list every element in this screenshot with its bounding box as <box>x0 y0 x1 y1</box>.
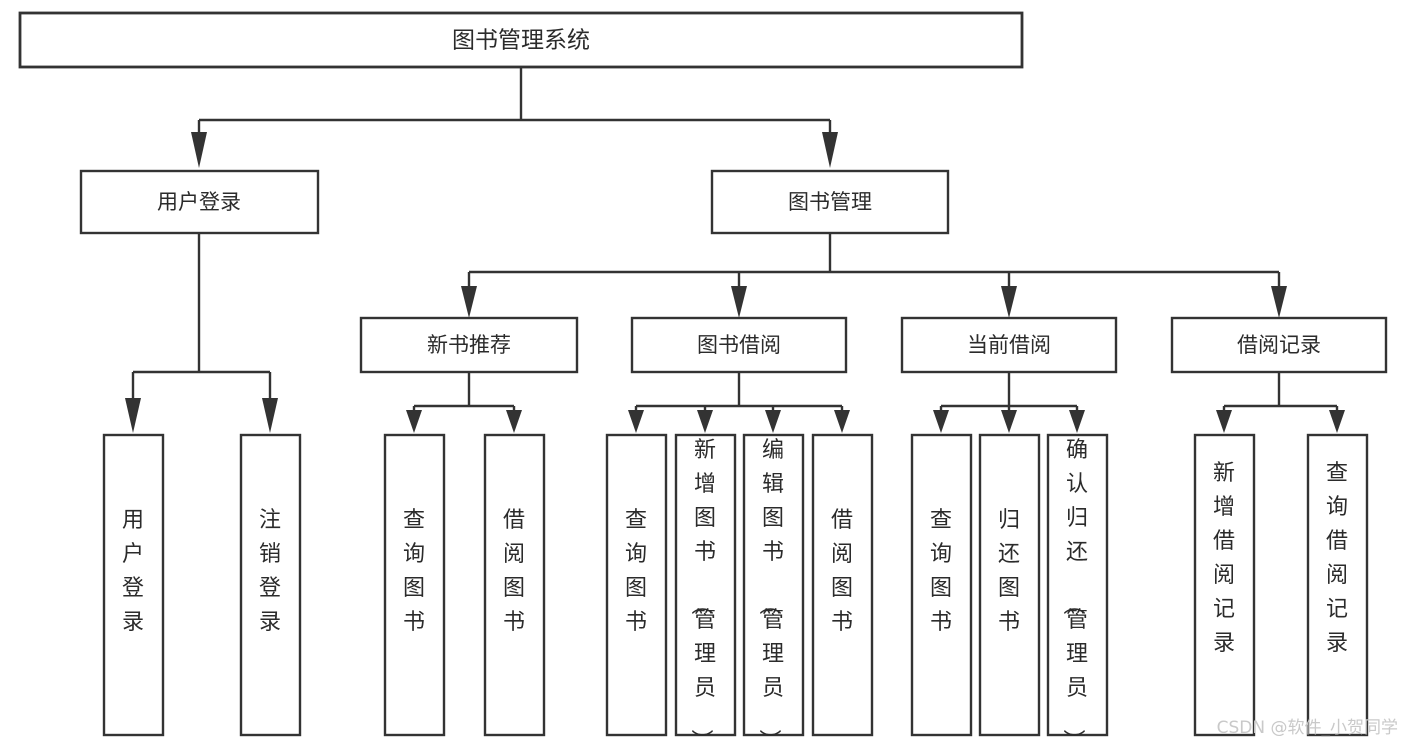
node-root-box[interactable] <box>18 11 1024 69</box>
leaf-node-9-box[interactable] <box>910 433 973 737</box>
connector-layer <box>125 67 1345 433</box>
leaf-node-13-box[interactable] <box>1306 433 1369 737</box>
node-new-book-recommend[interactable]: 新书推荐 <box>359 316 579 374</box>
leaf-node-9[interactable]: 查询图书 <box>910 433 973 737</box>
leaf-node-8-label: 借阅图书 <box>831 508 853 635</box>
leaf-node-6-box[interactable] <box>674 433 737 737</box>
leaf-node-12-box[interactable] <box>1193 433 1256 737</box>
leaf-node-1[interactable]: 用户登录 <box>102 433 165 737</box>
leaf-node-3-label: 查询图书 <box>403 508 425 635</box>
leaf-node-9-label: 查询图书 <box>930 508 952 635</box>
leaf-node-2-box[interactable] <box>239 433 302 737</box>
node-borrow-records[interactable]: 借阅记录 <box>1170 316 1388 374</box>
node-book-borrow[interactable]: 图书借阅 <box>630 316 848 374</box>
arrow-head-icon-leaf-2 <box>262 398 278 433</box>
arrow-head-icon-leaf-5 <box>628 410 644 433</box>
node-user-login-label: 用户登录 <box>157 190 241 214</box>
arrow-head-icon-book-mgmt <box>822 132 838 168</box>
leaf-node-11-label: 确认归还（管理员） <box>1060 438 1088 747</box>
node-book-management-label: 图书管理 <box>788 190 872 214</box>
leaf-node-4-label: 借阅图书 <box>503 508 525 635</box>
node-current-borrow[interactable]: 当前借阅 <box>900 316 1118 374</box>
node-new-book-recommend-label: 新书推荐 <box>427 333 511 357</box>
node-borrow-records-label: 借阅记录 <box>1237 333 1321 357</box>
leaf-node-4[interactable]: 借阅图书 <box>483 433 546 737</box>
leaf-node-2[interactable]: 注销登录 <box>239 433 302 737</box>
arrow-head-icon-leaf-7 <box>765 410 781 433</box>
watermark-label: CSDN @软件_小贺同学 <box>1217 718 1398 738</box>
node-book-management-box[interactable] <box>710 169 950 235</box>
leaf-node-13-label: 查询借阅记录 <box>1326 461 1348 656</box>
leaf-node-5[interactable]: 查询图书 <box>605 433 668 737</box>
leaf-node-1-box[interactable] <box>102 433 165 737</box>
leaf-node-11[interactable]: 确认归还（管理员） <box>1046 433 1109 747</box>
leaf-node-8-box[interactable] <box>811 433 874 737</box>
arrow-head-icon-leaf-10 <box>1001 410 1017 433</box>
leaf-node-10-box[interactable] <box>978 433 1041 737</box>
arrow-head-icon-leaf-4 <box>506 410 522 433</box>
node-current-borrow-label: 当前借阅 <box>967 333 1051 357</box>
node-book-borrow-box[interactable] <box>630 316 848 374</box>
leaf-node-12-label: 新增借阅记录 <box>1213 461 1235 656</box>
node-new-book-recommend-box[interactable] <box>359 316 579 374</box>
node-borrow-records-box[interactable] <box>1170 316 1388 374</box>
arrow-head-icon-leaf-12 <box>1216 410 1232 433</box>
node-current-borrow-box[interactable] <box>900 316 1118 374</box>
leaf-node-11-box[interactable] <box>1046 433 1109 737</box>
leaf-node-5-label: 查询图书 <box>625 508 647 635</box>
leaf-node-13[interactable]: 查询借阅记录 <box>1306 433 1369 737</box>
node-user-login-box[interactable] <box>79 169 320 235</box>
node-root[interactable]: 图书管理系统 <box>18 11 1024 69</box>
leaf-node-7-label: 编辑图书（管理员） <box>756 438 784 747</box>
leaf-node-7[interactable]: 编辑图书（管理员） <box>742 433 805 747</box>
arrow-head-icon-leaf-13 <box>1329 410 1345 433</box>
leaf-node-10[interactable]: 归还图书 <box>978 433 1041 737</box>
arrow-head-icon-borrow <box>731 286 747 318</box>
node-root-label: 图书管理系统 <box>452 28 590 54</box>
leaf-node-4-box[interactable] <box>483 433 546 737</box>
arrow-head-icon-leaf-8 <box>834 410 850 433</box>
arrow-head-icon-leaf-9 <box>933 410 949 433</box>
arrow-head-icon-new-book <box>461 286 477 318</box>
leaf-node-7-box[interactable] <box>742 433 805 737</box>
leaf-node-2-label: 注销登录 <box>259 508 281 635</box>
arrow-head-icon-leaf-3 <box>406 410 422 433</box>
leaf-node-5-box[interactable] <box>605 433 668 737</box>
arrow-head-icon-leaf-1 <box>125 398 141 433</box>
node-user-login[interactable]: 用户登录 <box>79 169 320 235</box>
leaf-node-6-label: 新增图书（管理员） <box>688 438 716 747</box>
leaf-node-3[interactable]: 查询图书 <box>383 433 446 737</box>
arrow-head-icon-leaf-11 <box>1069 410 1085 433</box>
leaf-node-10-label: 归还图书 <box>998 508 1020 635</box>
node-book-borrow-label: 图书借阅 <box>697 333 781 357</box>
leaf-node-6[interactable]: 新增图书（管理员） <box>674 433 737 747</box>
arrow-head-icon-current <box>1001 286 1017 318</box>
leaf-node-12[interactable]: 新增借阅记录 <box>1193 433 1256 737</box>
arrow-head-icon-records <box>1271 286 1287 318</box>
leaf-node-3-box[interactable] <box>383 433 446 737</box>
leaf-node-1-label: 用户登录 <box>122 508 144 635</box>
arrow-head-icon-leaf-6 <box>697 410 713 433</box>
leaf-node-8[interactable]: 借阅图书 <box>811 433 874 737</box>
arrow-head-icon-user-login <box>191 132 207 168</box>
node-book-management[interactable]: 图书管理 <box>710 169 950 235</box>
